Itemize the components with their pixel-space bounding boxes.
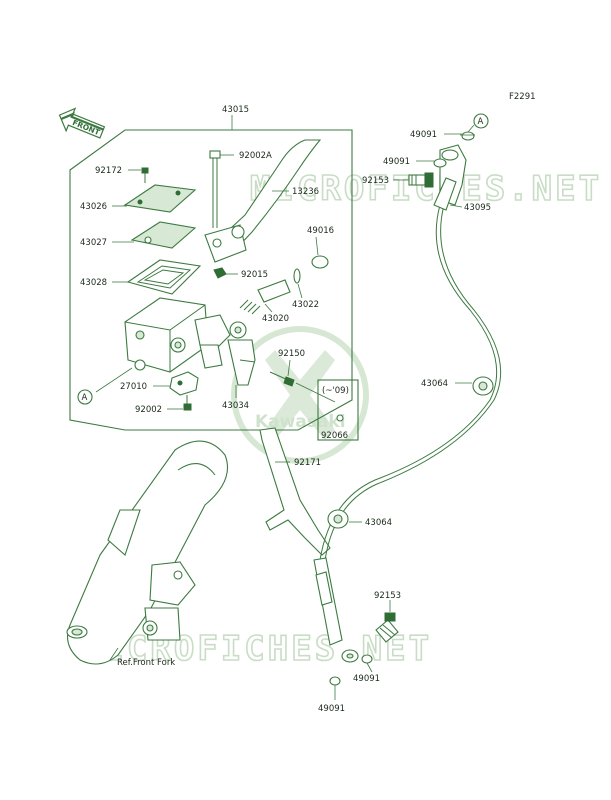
banjo-bolt-92153-lower bbox=[375, 612, 399, 643]
label-49091-4: 49091 bbox=[318, 704, 345, 714]
label-43026: 43026 bbox=[80, 202, 107, 212]
brake-lever-13236 bbox=[217, 139, 322, 251]
front-fork bbox=[66, 440, 229, 665]
nut-92015 bbox=[213, 267, 227, 279]
label-92002: 92002 bbox=[135, 405, 162, 415]
label-43095: 43095 bbox=[464, 203, 491, 213]
label-43064-upper: 43064 bbox=[421, 379, 448, 389]
callout-a-right bbox=[473, 113, 489, 129]
label-92066: 92066 bbox=[321, 431, 348, 441]
label-92002A: 92002A bbox=[239, 151, 272, 161]
watermark-bottom: MICROFICHES.NET bbox=[80, 629, 432, 669]
label-43027: 43027 bbox=[80, 238, 107, 248]
callout-a-left-label: A bbox=[82, 393, 88, 403]
year-note-box bbox=[317, 379, 359, 441]
label-43022: 43022 bbox=[292, 300, 319, 310]
label-13236: 13236 bbox=[292, 187, 319, 197]
cap-92066 bbox=[336, 414, 344, 422]
bolt-92002A bbox=[209, 150, 221, 228]
label-92015: 92015 bbox=[241, 270, 268, 280]
fork-reference-label: Ref.Front Fork bbox=[117, 658, 175, 668]
washer-49091-1 bbox=[461, 131, 475, 141]
washer-49091-2 bbox=[433, 158, 447, 168]
label-92153-lower: 92153 bbox=[374, 591, 401, 601]
label-27010: 27010 bbox=[120, 382, 147, 392]
callout-a-right-label: A bbox=[478, 117, 484, 127]
screw-92002 bbox=[183, 395, 192, 411]
label-43064-lower: 43064 bbox=[365, 518, 392, 528]
callout-a-left bbox=[77, 389, 93, 405]
label-92172: 92172 bbox=[95, 166, 122, 176]
clamp-43034 bbox=[227, 321, 256, 386]
label-43020: 43020 bbox=[262, 314, 289, 324]
label-43015: 43015 bbox=[222, 105, 249, 115]
label-43028: 43028 bbox=[80, 278, 107, 288]
brake-hose bbox=[319, 204, 498, 561]
switch-27010 bbox=[169, 371, 199, 396]
label-92150: 92150 bbox=[278, 349, 305, 359]
label-49091-3: 49091 bbox=[353, 674, 380, 684]
boot-49016 bbox=[311, 255, 329, 269]
circlip-43022 bbox=[293, 268, 301, 284]
diaphragm-43028 bbox=[126, 259, 202, 295]
washer-49091-3 bbox=[361, 654, 373, 664]
banjo-bolt-92153-upper bbox=[408, 172, 434, 188]
front-arrow-icon: FRONT bbox=[58, 107, 106, 139]
assembly-frame bbox=[69, 129, 353, 431]
kawasaki-logo-text: Kawasaki bbox=[255, 412, 346, 432]
kawasaki-logo-ring bbox=[231, 326, 369, 464]
bolt-92150 bbox=[269, 371, 295, 387]
label-92153-upper: 92153 bbox=[362, 176, 389, 186]
label-49091-1: 49091 bbox=[410, 130, 437, 140]
reservoir-cap-43026 bbox=[123, 184, 197, 213]
piston-kit-43020 bbox=[239, 279, 291, 315]
plate-43027 bbox=[130, 221, 197, 249]
label-49016: 49016 bbox=[307, 226, 334, 236]
label-43034: 43034 bbox=[222, 401, 249, 411]
year-note: (~'09) bbox=[322, 386, 349, 396]
banjo-fitting-lower bbox=[313, 557, 359, 663]
master-cylinder-body bbox=[124, 297, 231, 373]
washer-49091-4 bbox=[329, 676, 341, 686]
banjo-fitting-upper bbox=[433, 144, 467, 211]
label-49091-2: 49091 bbox=[383, 157, 410, 167]
screw-92172 bbox=[141, 167, 149, 183]
bracket-92171 bbox=[259, 427, 331, 556]
figure-code: F2291 bbox=[509, 92, 536, 102]
label-92171: 92171 bbox=[294, 458, 321, 468]
